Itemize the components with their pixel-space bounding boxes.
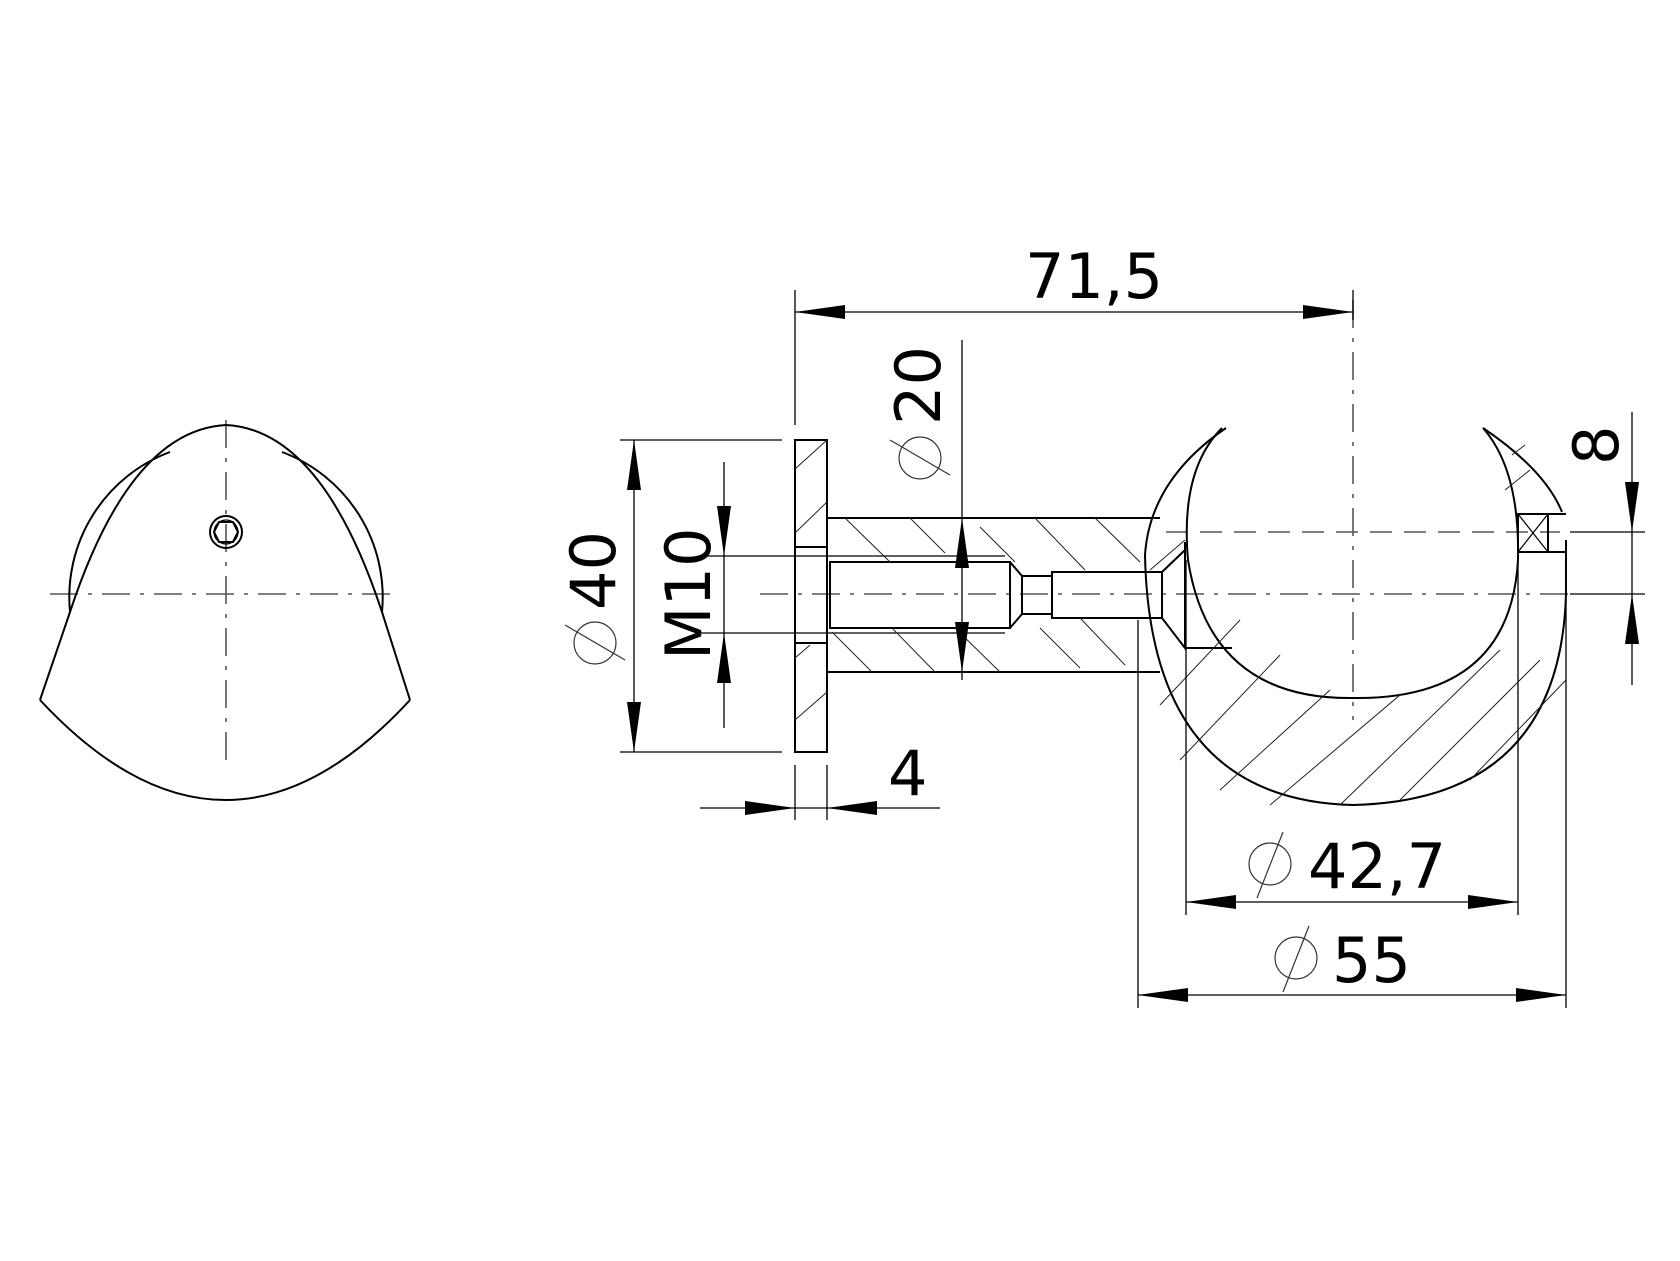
- screw-head: [1161, 547, 1186, 651]
- dimension-saddle-inner-diameter: 42,7: [1185, 560, 1519, 915]
- saddle-set-screw: [1517, 513, 1549, 553]
- threaded-bore: [829, 561, 1011, 629]
- front-view-profile: [39, 423, 411, 701]
- dimension-overall-length: 71,5: [794, 240, 1354, 425]
- base-plate-hatch: [794, 439, 828, 721]
- dimension-base-diameter: 40: [557, 439, 782, 753]
- saddle-hatch: [1149, 444, 1567, 806]
- dimension-base-thickness: 4: [700, 737, 940, 820]
- saddle-right-horn: [1482, 427, 1563, 513]
- dimension-thread: M10: [652, 462, 731, 728]
- dimension-saddle-outer-diameter: 55: [1137, 600, 1567, 1008]
- dimension-saddle-inner-diameter-label: 42,7: [1308, 830, 1446, 903]
- saddle-outer-contour: [1143, 427, 1567, 807]
- front-view: [39, 420, 411, 801]
- dimension-base-diameter-label: 40: [557, 531, 630, 610]
- dimension-thread-label: M10: [652, 528, 725, 660]
- side-section-view: [700, 300, 1570, 807]
- front-view-saddle-arc-left: [68, 451, 171, 613]
- front-view-saddle-arc-right: [281, 451, 384, 613]
- dimension-rod-diameter-label: 20: [882, 346, 955, 425]
- rod-hatch: [831, 517, 1141, 673]
- dimension-overall-length-label: 71,5: [1025, 240, 1163, 313]
- base-plate: [794, 439, 828, 753]
- dimension-base-thickness-label: 4: [888, 737, 927, 810]
- dimension-rod-diameter: 20: [882, 340, 969, 680]
- front-view-bottom-arc: [39, 699, 411, 801]
- dimension-saddle-outer-diameter-label: 55: [1332, 924, 1411, 997]
- dimension-set-screw-offset-label: 8: [1560, 426, 1633, 465]
- dimension-set-screw-offset: 8: [1560, 412, 1645, 685]
- set-screw-icon: [209, 515, 243, 549]
